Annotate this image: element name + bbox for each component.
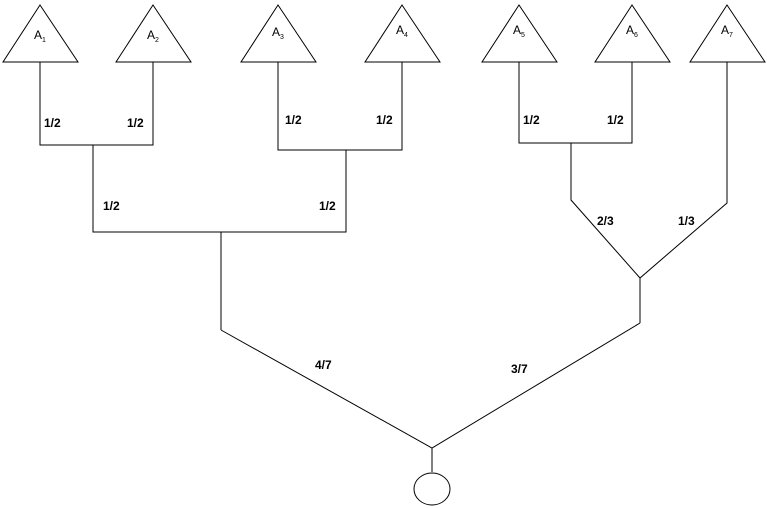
weight-a12: 1/2 [103,199,120,213]
triangle-icon [2,4,79,63]
weight-left-group: 4/7 [315,358,332,372]
tree-edges [39,62,728,472]
triangle-icon [481,4,558,63]
weight-a1: 1/2 [44,116,61,130]
leaf-label: A2 [147,28,159,44]
leaf-a2: A2 [115,4,192,63]
edge-a1-a2 [39,62,154,146]
weight-a7: 1/3 [678,214,695,228]
triangle-icon [594,4,671,63]
leaf-a7: A7 [689,4,766,63]
leaf-label: A5 [513,23,525,39]
weight-a5: 1/2 [523,113,540,127]
branch-weights: 1/2 1/2 1/2 1/2 1/2 1/2 1/2 1/2 2/3 1/3 … [44,113,695,376]
edge-group-a12-a34 [92,145,347,233]
edge-root-merge [220,322,641,449]
edge-a5-a6 [518,62,633,144]
leaf-a3: A3 [240,4,317,63]
weight-a6: 1/2 [607,113,624,127]
leaf-label: A7 [721,23,733,39]
leaf-label: A1 [34,28,46,44]
edge-a56-a7 [570,62,728,279]
leaf-a1: A1 [2,4,79,63]
triangle-icon [240,4,317,63]
weight-a56: 2/3 [597,214,614,228]
root-circle [413,472,451,506]
weight-a2: 1/2 [127,116,144,130]
leaf-label: A3 [272,25,284,41]
leaf-a6: A6 [594,4,671,63]
triangle-icon [364,4,441,63]
weight-right-group: 3/7 [511,362,528,376]
leaf-a4: A4 [364,4,441,63]
triangle-icon [115,4,192,63]
weight-a3: 1/2 [285,113,302,127]
weight-a34: 1/2 [319,199,336,213]
triangle-icon [689,4,766,63]
leaf-label: A6 [626,23,638,39]
leaf-label: A4 [396,23,408,39]
edge-a3-a4 [277,62,403,151]
weight-a4: 1/2 [376,113,393,127]
leaf-a5: A5 [481,4,558,63]
